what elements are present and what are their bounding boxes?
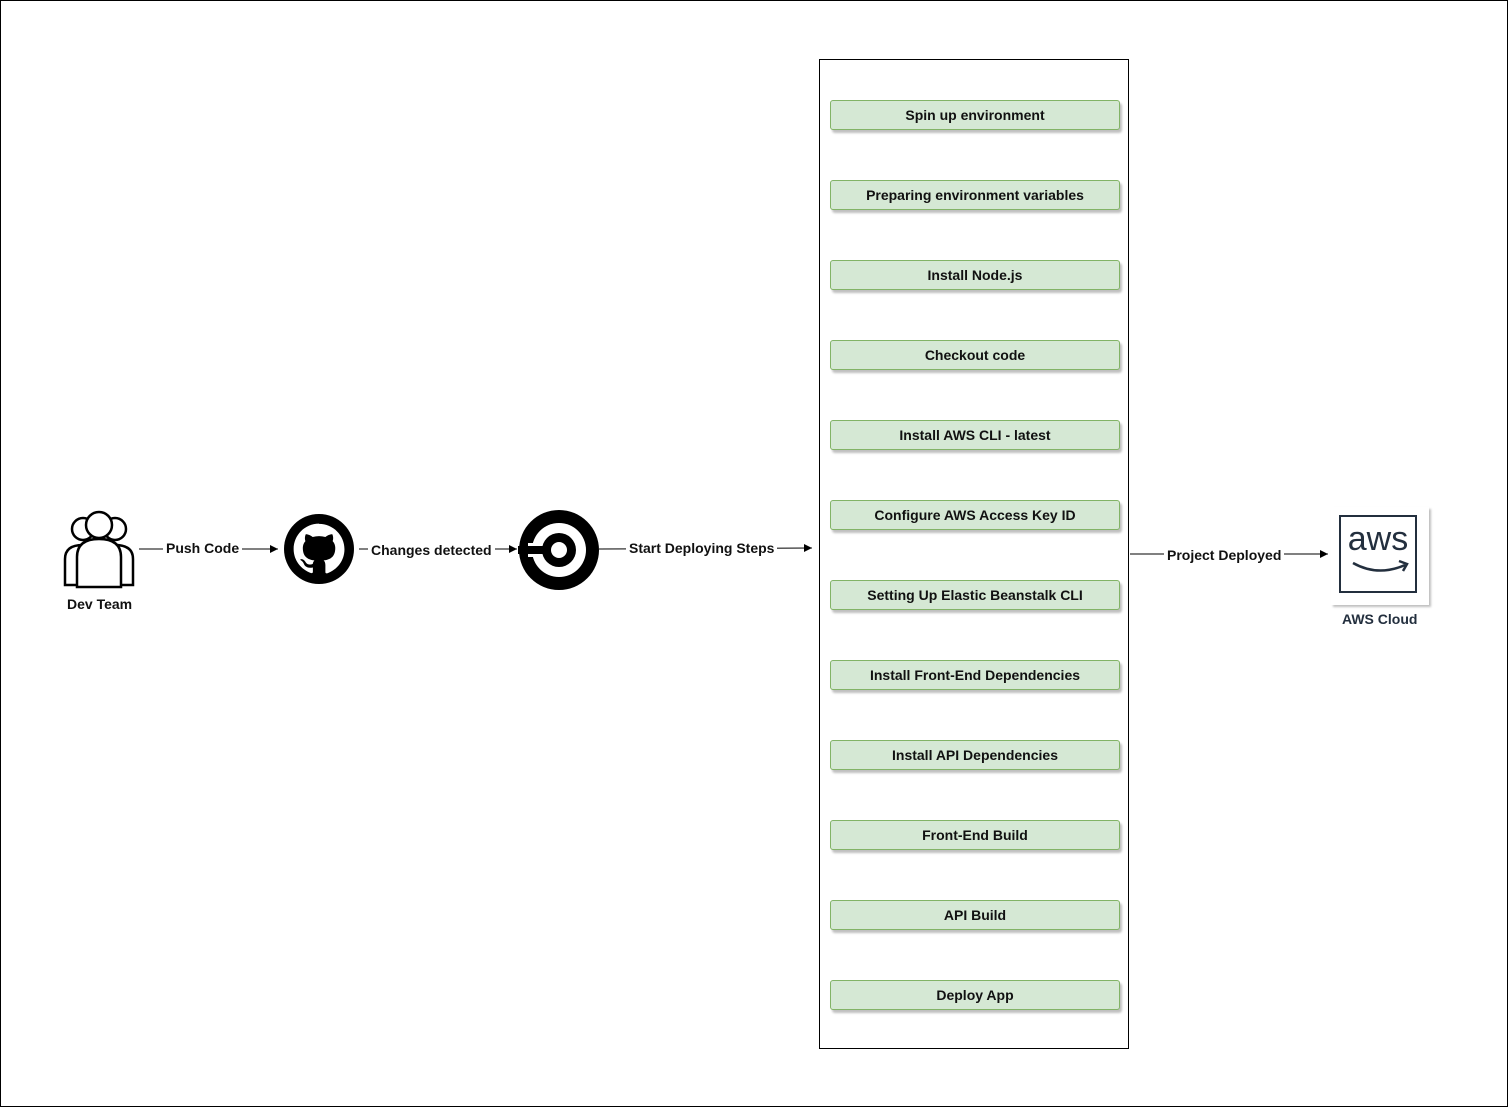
pipeline-step: Install Front-End Dependencies <box>830 660 1120 690</box>
users-icon <box>59 509 139 589</box>
project-deployed-label: Project Deployed <box>1164 547 1285 563</box>
dev-team-label: Dev Team <box>67 596 133 612</box>
pipeline-step: Spin up environment <box>830 100 1120 130</box>
pipeline-step: Preparing environment variables <box>830 180 1120 210</box>
aws-cloud-label: AWS Cloud <box>1342 611 1418 627</box>
pipeline-step: Deploy App <box>830 980 1120 1010</box>
github-icon <box>284 514 354 584</box>
pipeline-step: Install API Dependencies <box>830 740 1120 770</box>
pipeline-step: Setting Up Elastic Beanstalk CLI <box>830 580 1120 610</box>
start-deploying-label: Start Deploying Steps <box>626 540 778 556</box>
pipeline-step: Install Node.js <box>830 260 1120 290</box>
aws-logo-text: aws <box>1347 520 1409 558</box>
pipeline-step: Front-End Build <box>830 820 1120 850</box>
pipeline-step: API Build <box>830 900 1120 930</box>
aws-icon: aws <box>1331 507 1431 607</box>
changes-detected-label: Changes detected <box>368 542 495 558</box>
pipeline-step: Install AWS CLI - latest <box>830 420 1120 450</box>
pipeline-step: Configure AWS Access Key ID <box>830 500 1120 530</box>
push-code-label: Push Code <box>163 540 243 556</box>
pipeline-step: Checkout code <box>830 340 1120 370</box>
circleci-icon <box>518 509 600 591</box>
